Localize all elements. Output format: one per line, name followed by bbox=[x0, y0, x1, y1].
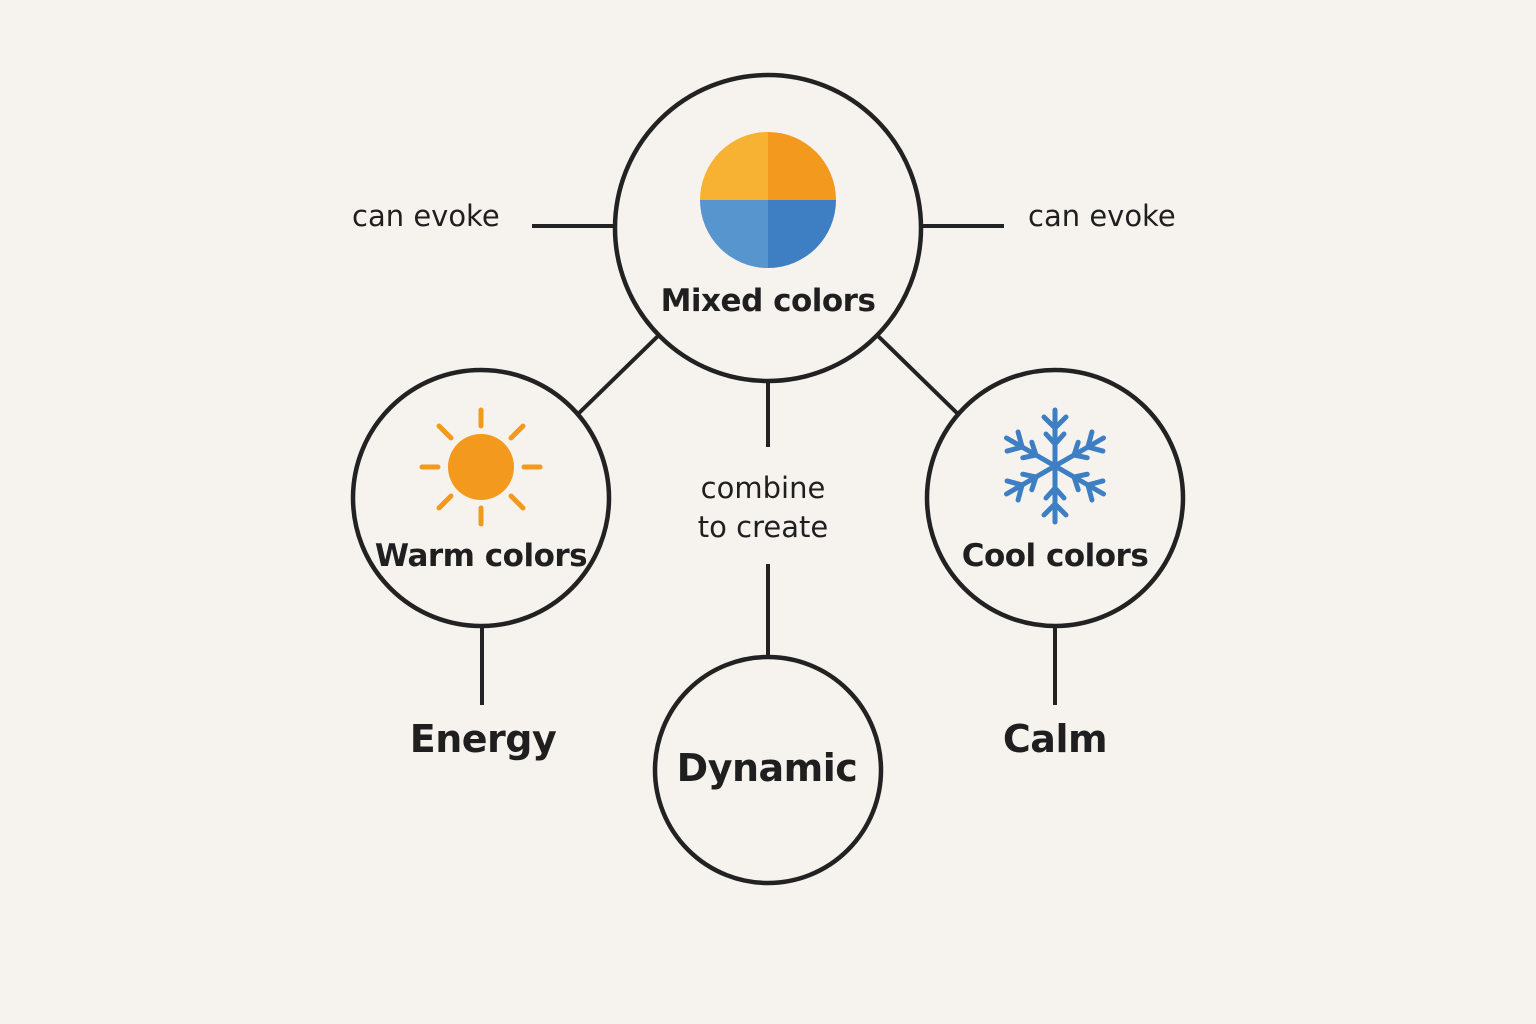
dynamic-label: Dynamic bbox=[676, 746, 858, 790]
energy-label: Energy bbox=[409, 717, 557, 761]
right-can-evoke-label: can evoke bbox=[1028, 199, 1176, 233]
mixed-colors-node bbox=[612, 72, 924, 384]
connector-mixed-to-cool bbox=[876, 334, 961, 417]
calm-label: Calm bbox=[1002, 717, 1108, 761]
snowflake-icon bbox=[1004, 407, 1106, 525]
half-orange-half-blue-circle-icon bbox=[700, 132, 836, 268]
mixed-colors-label: Mixed colors bbox=[660, 283, 876, 319]
warm-colors-label: Warm colors bbox=[374, 538, 588, 574]
cool-colors-label: Cool colors bbox=[961, 538, 1149, 574]
combine-label-line2: to create bbox=[697, 510, 829, 544]
cool-colors-node bbox=[924, 367, 1186, 629]
combine-to-create-label: combine to create bbox=[698, 469, 828, 547]
sun-icon bbox=[419, 407, 543, 527]
left-can-evoke-label: can evoke bbox=[352, 199, 500, 233]
combine-label-line1: combine bbox=[700, 471, 826, 505]
warm-colors-node bbox=[350, 367, 612, 629]
dynamic-node bbox=[652, 654, 884, 886]
connector-mixed-to-warm bbox=[575, 334, 660, 417]
